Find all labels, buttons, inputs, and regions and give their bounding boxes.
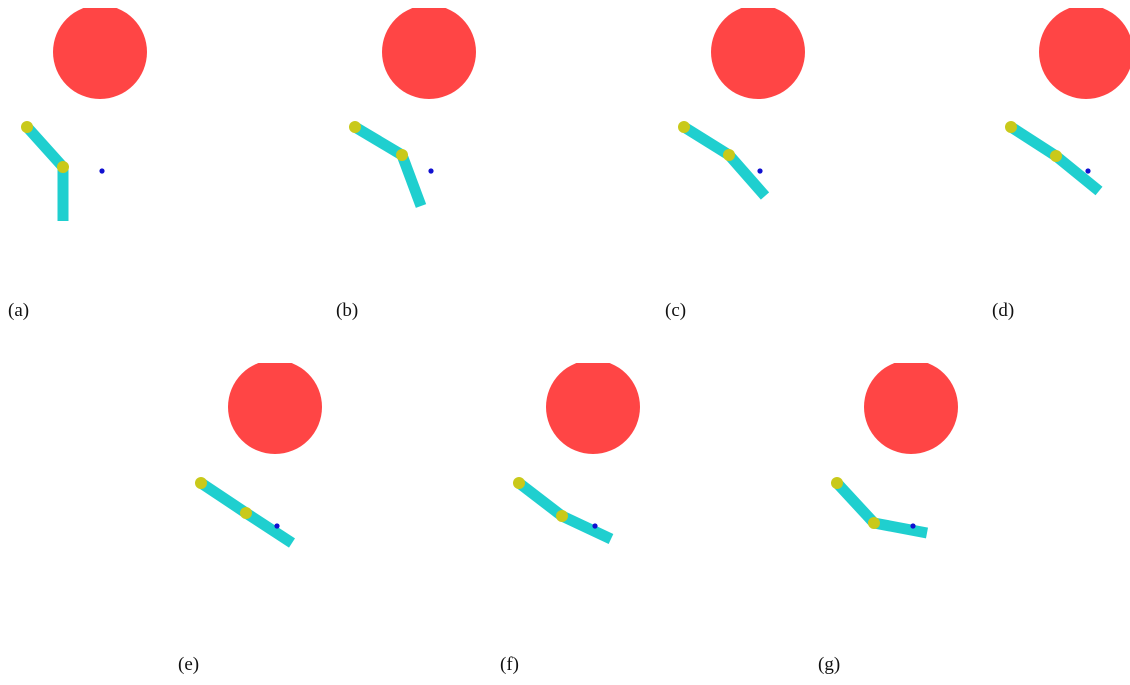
arm-link-1 (515, 478, 566, 521)
obstacle-circle (546, 363, 640, 454)
panel-caption: (e) (178, 654, 199, 675)
arm-link-2 (724, 151, 770, 200)
arm-link-2 (396, 153, 427, 208)
target-point (99, 168, 105, 174)
elbow-joint (396, 149, 408, 161)
panel-d: (d) (992, 8, 1130, 321)
arm-link-1 (22, 123, 68, 171)
panel-b: (b) (336, 8, 476, 321)
elbow-joint (240, 507, 252, 519)
arm-link-1 (681, 122, 732, 160)
target-point (910, 523, 916, 529)
elbow-joint (57, 161, 69, 173)
elbow-joint (868, 517, 880, 529)
arm-link-2 (1052, 151, 1103, 196)
panel-caption: (f) (500, 654, 519, 675)
elbow-joint (556, 510, 568, 522)
panel-caption: (d) (992, 300, 1014, 321)
base-joint (349, 121, 361, 133)
base-joint (831, 477, 843, 489)
obstacle-circle (711, 8, 805, 99)
panel-c: (c) (665, 8, 805, 321)
target-point (757, 168, 763, 174)
target-point (274, 523, 280, 529)
arm-link-1 (1008, 122, 1059, 161)
obstacle-circle (864, 363, 958, 454)
panel-e: (e) (178, 363, 322, 675)
target-point (428, 168, 434, 174)
obstacle-circle (228, 363, 322, 454)
target-point (1085, 168, 1091, 174)
panel-caption: (a) (8, 300, 29, 321)
arm-link-1 (832, 479, 879, 527)
base-joint (21, 121, 33, 133)
base-joint (513, 477, 525, 489)
panel-caption: (g) (818, 654, 840, 675)
obstacle-circle (1039, 8, 1130, 99)
elbow-joint (723, 149, 735, 161)
panel-a: (a) (8, 8, 147, 321)
arm-link-2 (242, 508, 296, 548)
base-joint (1005, 121, 1017, 133)
arm-link-1 (197, 478, 250, 518)
arm-link-2 (872, 517, 929, 539)
arm-link-2 (559, 511, 614, 544)
obstacle-circle (382, 8, 476, 99)
panel-caption: (c) (665, 300, 686, 321)
panel-g: (g) (818, 363, 958, 675)
panel-caption: (b) (336, 300, 358, 321)
arm-link-1 (352, 122, 405, 160)
elbow-joint (1050, 150, 1062, 162)
obstacle-circle (53, 8, 147, 99)
base-joint (678, 121, 690, 133)
panel-f: (f) (500, 363, 640, 675)
base-joint (195, 477, 207, 489)
target-point (592, 523, 598, 529)
